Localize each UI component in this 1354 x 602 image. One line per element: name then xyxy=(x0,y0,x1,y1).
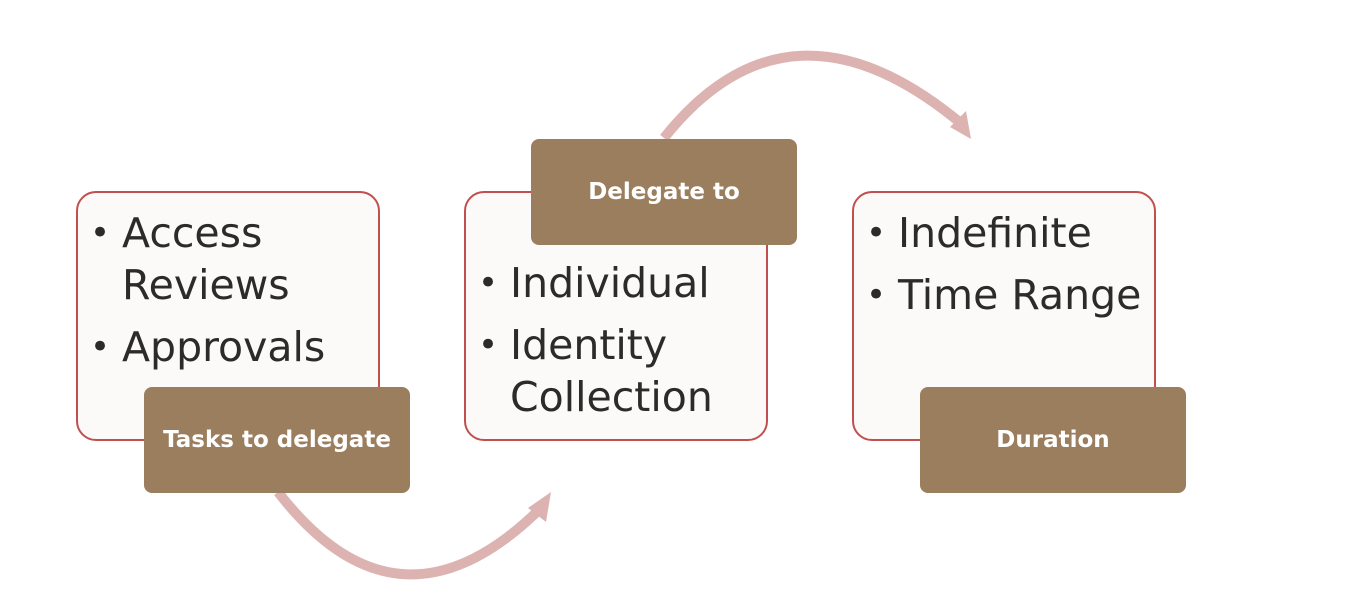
tag-duration: Duration xyxy=(920,387,1186,493)
arrow-upper xyxy=(660,50,967,142)
list-item: Access Reviews xyxy=(88,207,372,311)
duration-list: Indefinite Time Range xyxy=(864,207,1148,331)
tasks-list: Access Reviews Approvals xyxy=(88,207,372,383)
list-item: Time Range xyxy=(864,269,1148,321)
list-item: Approvals xyxy=(88,321,372,373)
arrow-upper-head xyxy=(950,111,971,139)
arrow-lower-head xyxy=(528,492,551,522)
list-item: Indefinite xyxy=(864,207,1148,259)
tag-tasks-to-delegate: Tasks to delegate xyxy=(144,387,410,493)
delegate-to-list: Individual Identity Collection xyxy=(476,257,760,433)
tag-delegate-to: Delegate to xyxy=(531,139,797,245)
list-item: Identity Collection xyxy=(476,319,760,423)
step-box-tasks: Access Reviews Approvals xyxy=(76,191,380,441)
arrow-lower xyxy=(274,488,548,580)
list-item: Individual xyxy=(476,257,760,309)
